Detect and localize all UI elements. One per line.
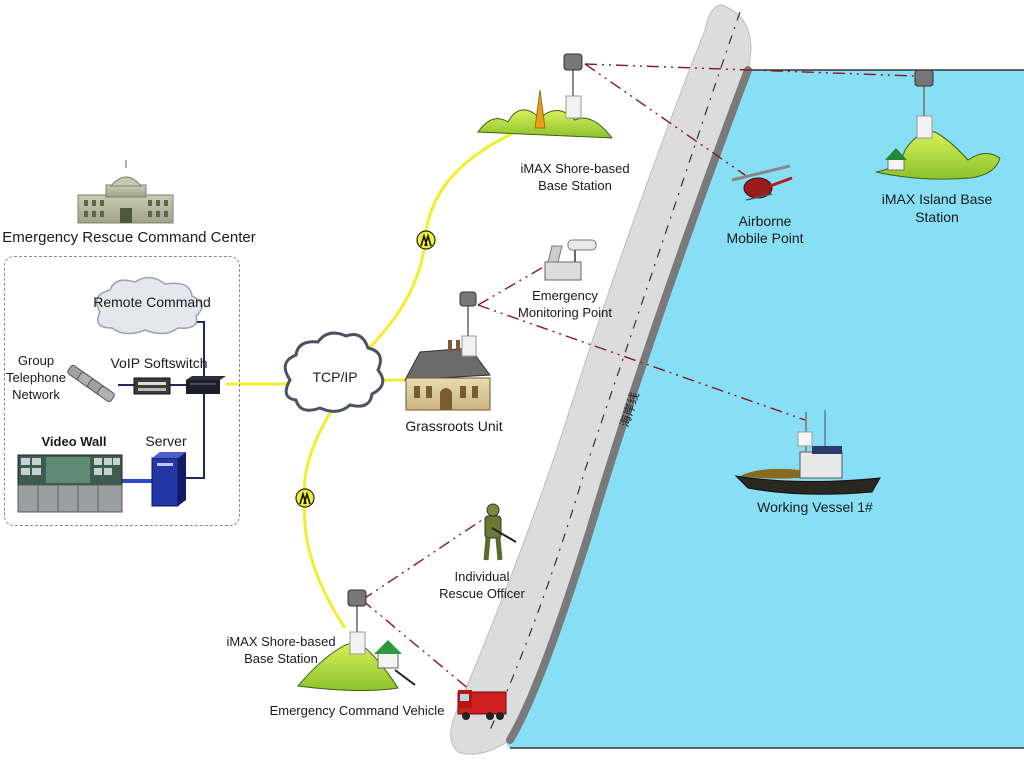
shore-station-bottom-label-line1: iMAX Shore-based [226, 634, 336, 649]
rescue-officer-label-line2: Rescue Officer [439, 586, 525, 601]
wireless-links [361, 63, 916, 691]
monitoring-camera-icon [544, 239, 597, 281]
link-shore-top-to-island [584, 63, 916, 77]
helicopter-icon [731, 164, 793, 201]
network-switch-icon [186, 376, 226, 394]
shore-station-top-label-line2: Base Station [538, 178, 612, 193]
group-telephone-icon [67, 364, 115, 403]
airborne-point-label-line2: Mobile Point [726, 230, 804, 246]
grassroots-unit-label: Grassroots Unit [405, 418, 503, 434]
link-shore-top-to-airborne [584, 63, 746, 176]
group-telephone-label-line2: Telephone [6, 370, 66, 385]
tcpip-label: TCP/IP [312, 369, 358, 385]
working-vessel-label: Working Vessel 1# [757, 499, 873, 515]
link-shore-bottom-to-vehicle [361, 599, 471, 691]
shore-station-bottom-label-line2: Base Station [244, 651, 318, 666]
link-badge-icon-1 [416, 230, 436, 250]
video-wall-label: Video Wall [41, 434, 107, 449]
base-station-tower-icon [914, 69, 934, 139]
link-tcpip-to-shore-top [360, 128, 521, 357]
command-center-building-icon [77, 160, 174, 224]
island-station-label-line2: Station [915, 209, 959, 225]
command-vehicle-truck-icon [457, 690, 507, 720]
working-vessel-ship-icon [734, 410, 881, 495]
grassroots-unit-house-icon [404, 340, 491, 411]
group-telephone-label-line3: Network [12, 387, 60, 402]
shoreline-centerline [489, 11, 741, 731]
rescue-officer-soldier-icon [483, 503, 517, 561]
monitoring-point-label-line1: Emergency [532, 288, 598, 303]
voip-softswitch-icon [133, 377, 171, 395]
server-icon [151, 452, 186, 507]
island-station-hill-icon [875, 131, 1001, 180]
base-station-tower-icon [459, 291, 477, 357]
group-telephone-label-line1: Group [17, 353, 55, 368]
shore-station-top-hill-icon [477, 89, 614, 139]
tcpip-cloud-icon [283, 331, 385, 413]
rescue-officer-label-line1: Individual [454, 569, 510, 584]
base-station-tower-icon [563, 53, 583, 119]
remote-command-cloud-icon [95, 276, 203, 335]
base-station-tower-icon [347, 589, 367, 655]
shore-station-bottom-hill-icon [297, 640, 416, 692]
monitoring-point-label-line2: Monitoring Point [518, 305, 612, 320]
link-grassroots-to-monitoring [477, 261, 553, 306]
link-shore-bottom-to-officer [361, 517, 486, 601]
airborne-point-label-line1: Airborne [738, 213, 792, 229]
voip-softswitch-label: VoIP Softswitch [110, 355, 208, 371]
video-wall-icon [17, 454, 123, 513]
link-tcpip-to-shore-bottom [302, 404, 347, 629]
command-center-title: Emergency Rescue Command Center [2, 229, 256, 246]
link-grassroots-to-vessel [477, 304, 806, 421]
command-center-group [4, 256, 240, 526]
sea [506, 70, 1024, 748]
island-station-label-line1: iMAX Island Base [881, 191, 993, 207]
remote-command-label: Remote Command [93, 294, 211, 310]
command-vehicle-label: Emergency Command Vehicle [269, 703, 445, 718]
server-label: Server [145, 433, 187, 449]
link-badge-icon-2 [295, 488, 315, 508]
shoreline-edge [506, 66, 752, 744]
shore-station-top-label-line1: iMAX Shore-based [520, 161, 630, 176]
